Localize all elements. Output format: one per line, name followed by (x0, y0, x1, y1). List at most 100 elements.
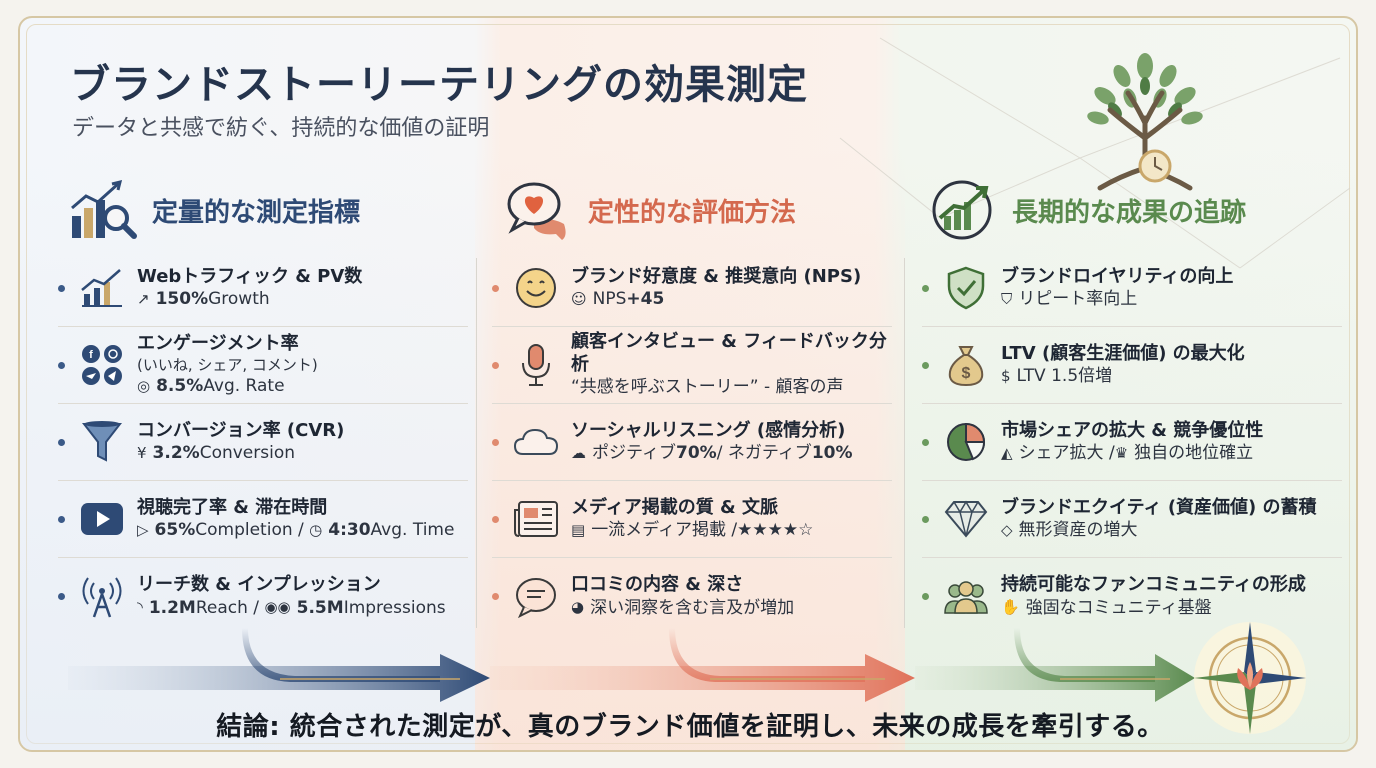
heart-chat-bubbles-icon (507, 182, 566, 240)
heading-qualitative: 定性的な評価方法 (504, 178, 796, 242)
svg-text:$: $ (962, 365, 971, 382)
item-metric: ⛉ リピート率向上 (1001, 289, 1138, 310)
item-metric: ✋ 強固なコミュニティ基盤 (1001, 597, 1212, 618)
list-item: f エンゲージメント率 (いいね, シェア, コメント) ◎8.5% Avg. … (58, 327, 468, 404)
item-title: ブランド好意度 & 推奨意向 (NPS) (571, 265, 862, 287)
list-item: 市場シェアの拡大 & 競争優位性 ◭ シェア拡大 / ♛ 独自の地位確立 (922, 404, 1342, 481)
infographic-frame: ブランドストーリーテリングの効果測定 データと共感で紡ぐ、持続的な価値の証明 (18, 16, 1358, 752)
item-title: ブランドエクイティ (資産価値) の蓄積 (1001, 496, 1317, 518)
item-title: 持続可能なファンコミュニティの形成 (1001, 574, 1306, 596)
bullet (492, 515, 499, 523)
item-title: Webトラフィック & PV数 (137, 265, 363, 287)
list-item: ブランド好意度 & 推奨意向 (NPS) ☺ NPS +45 (492, 250, 892, 327)
conclusion-text: 結論: 統合された測定が、真のブランド価値を証明し、未来の成長を牽引する。 (216, 712, 1164, 742)
item-metric: “共感を呼ぶストーリー” - 顧客の声 (571, 377, 844, 398)
growth-gauge-icon (932, 180, 992, 240)
bullet (58, 284, 65, 292)
item-metric: ◎8.5% Avg. Rate (137, 376, 285, 397)
heading-text: 定性的な評価方法 (588, 197, 797, 228)
tree-clock-icon (1087, 53, 1203, 191)
heading-text: 長期的な成果の追跡 (1012, 197, 1247, 228)
list-item: ブランドエクイティ (資産価値) の蓄積 ◇ 無形資産の増大 (922, 481, 1342, 558)
bullet (492, 438, 499, 446)
item-title: 視聴完了率 & 滞在時間 (137, 496, 328, 518)
qualitative-list: ブランド好意度 & 推奨意向 (NPS) ☺ NPS +45 顧客インタビュー … (492, 250, 892, 635)
page-subtitle: データと共感で紡ぐ、持続的な価値の証明 (72, 116, 490, 141)
line-growth-chart-icon (79, 265, 125, 311)
item-metric: ◕ 深い洞察を含む言及が増加 (571, 597, 795, 618)
social-media-icons: f (79, 342, 125, 388)
money-bag-icon: $ (943, 342, 989, 388)
bullet (922, 284, 929, 292)
list-item: 視聴完了率 & 滞在時間 ▷65% Completion / ◷4:30 Avg… (58, 481, 468, 558)
bullet (922, 361, 929, 369)
item-title: 顧客インタビュー & フィードバック分析 (571, 331, 887, 375)
item-title: エンゲージメント率 (137, 332, 299, 354)
item-title: コンバージョン率 (CVR) (137, 419, 345, 441)
bullet (58, 593, 65, 600)
item-title: LTV (顧客生涯価値) の最大化 (1001, 342, 1245, 364)
list-item: ソーシャルリスニング (感情分析) ☁ ポジティブ 70% / ネガティブ 10… (492, 404, 892, 481)
list-item: $ LTV (顧客生涯価値) の最大化 $ LTV 1.5倍増 (922, 327, 1342, 404)
bullet (58, 361, 65, 369)
column-divider (476, 258, 477, 628)
list-item: Webトラフィック & PV数 ↗150% Growth (58, 250, 468, 327)
item-title: 口コミの内容 & 深さ (571, 574, 744, 596)
decorative-network-lines (839, 37, 1351, 269)
compass-lotus-icon (1194, 622, 1306, 734)
broadcast-antenna-icon (79, 574, 125, 620)
bullet (492, 593, 499, 600)
column-divider (904, 258, 905, 628)
item-metric: ☁ ポジティブ 70% / ネガティブ 10% (571, 443, 853, 464)
list-item: リーチ数 & インプレッション ◝1.2M Reach / ◉◉5.5M Imp… (58, 558, 468, 635)
heading-longterm: 長期的な成果の追跡 (928, 178, 1246, 242)
item-metric: ◝1.2M Reach / ◉◉5.5M Impressions (137, 597, 446, 618)
bullet (492, 284, 499, 292)
item-metric: ▤ 一流メディア掲載 / ★★★★☆ (571, 520, 814, 541)
list-item: 顧客インタビュー & フィードバック分析 “共感を呼ぶストーリー” - 顧客の声 (492, 327, 892, 404)
video-play-icon (79, 496, 125, 542)
item-title: ブランドロイヤリティの向上 (1001, 265, 1234, 287)
item-metric: ↗150% Growth (137, 289, 270, 310)
shield-check-icon (943, 265, 989, 311)
diamond-icon (943, 496, 989, 542)
item-metric: ¥3.2% Conversion (137, 443, 296, 464)
item-metric: ☺ NPS +45 (571, 289, 665, 310)
item-metric: ◇ 無形資産の増大 (1001, 520, 1138, 541)
heading-text: 定量的な測定指標 (152, 197, 361, 228)
list-item: ブランドロイヤリティの向上 ⛉ リピート率向上 (922, 250, 1342, 327)
item-title: リーチ数 & インプレッション (137, 574, 381, 596)
list-item: 持続可能なファンコミュニティの形成 ✋ 強固なコミュニティ基盤 (922, 558, 1342, 635)
bar-chart-magnifier-icon (71, 179, 137, 239)
bullet (58, 438, 65, 446)
bullet (492, 361, 499, 369)
funnel-icon (79, 419, 125, 465)
quantitative-list: Webトラフィック & PV数 ↗150% Growth f エンゲージメント率… (58, 250, 468, 635)
svg-text:f: f (89, 349, 93, 361)
flow-arrows (68, 628, 1195, 702)
item-title: 市場シェアの拡大 & 競争優位性 (1001, 419, 1264, 441)
community-people-icon (943, 574, 989, 620)
item-metric: ▷65% Completion / ◷4:30 Avg. Time (137, 520, 455, 541)
list-item: メディア掲載の質 & 文脈 ▤ 一流メディア掲載 / ★★★★☆ (492, 481, 892, 558)
bullet (922, 593, 929, 600)
chat-bubble-icon (513, 574, 559, 620)
list-item: コンバージョン率 (CVR) ¥3.2% Conversion (58, 404, 468, 481)
pie-chart-icon (943, 419, 989, 465)
item-metric: ◭ シェア拡大 / ♛ 独自の地位確立 (1001, 443, 1254, 464)
microphone-icon (513, 342, 559, 388)
item-title: メディア掲載の質 & 文脈 (571, 496, 778, 518)
cloud-icon (513, 419, 559, 465)
smiley-face-icon (513, 265, 559, 311)
heading-quantitative: 定量的な測定指標 (68, 178, 360, 242)
longterm-list: ブランドロイヤリティの向上 ⛉ リピート率向上 $ LTV (顧客生涯価値) の… (922, 250, 1342, 635)
bullet (922, 515, 929, 523)
bullet (58, 515, 65, 523)
item-metric: $ LTV 1.5倍増 (1001, 366, 1113, 387)
newspaper-icon (513, 496, 559, 542)
bullet (922, 438, 929, 446)
star-rating: ★★★★☆ (737, 520, 814, 541)
item-title: ソーシャルリスニング (感情分析) (571, 419, 846, 441)
page-title: ブランドストーリーテリングの効果測定 (70, 62, 808, 108)
list-item: 口コミの内容 & 深さ ◕ 深い洞察を含む言及が増加 (492, 558, 892, 635)
